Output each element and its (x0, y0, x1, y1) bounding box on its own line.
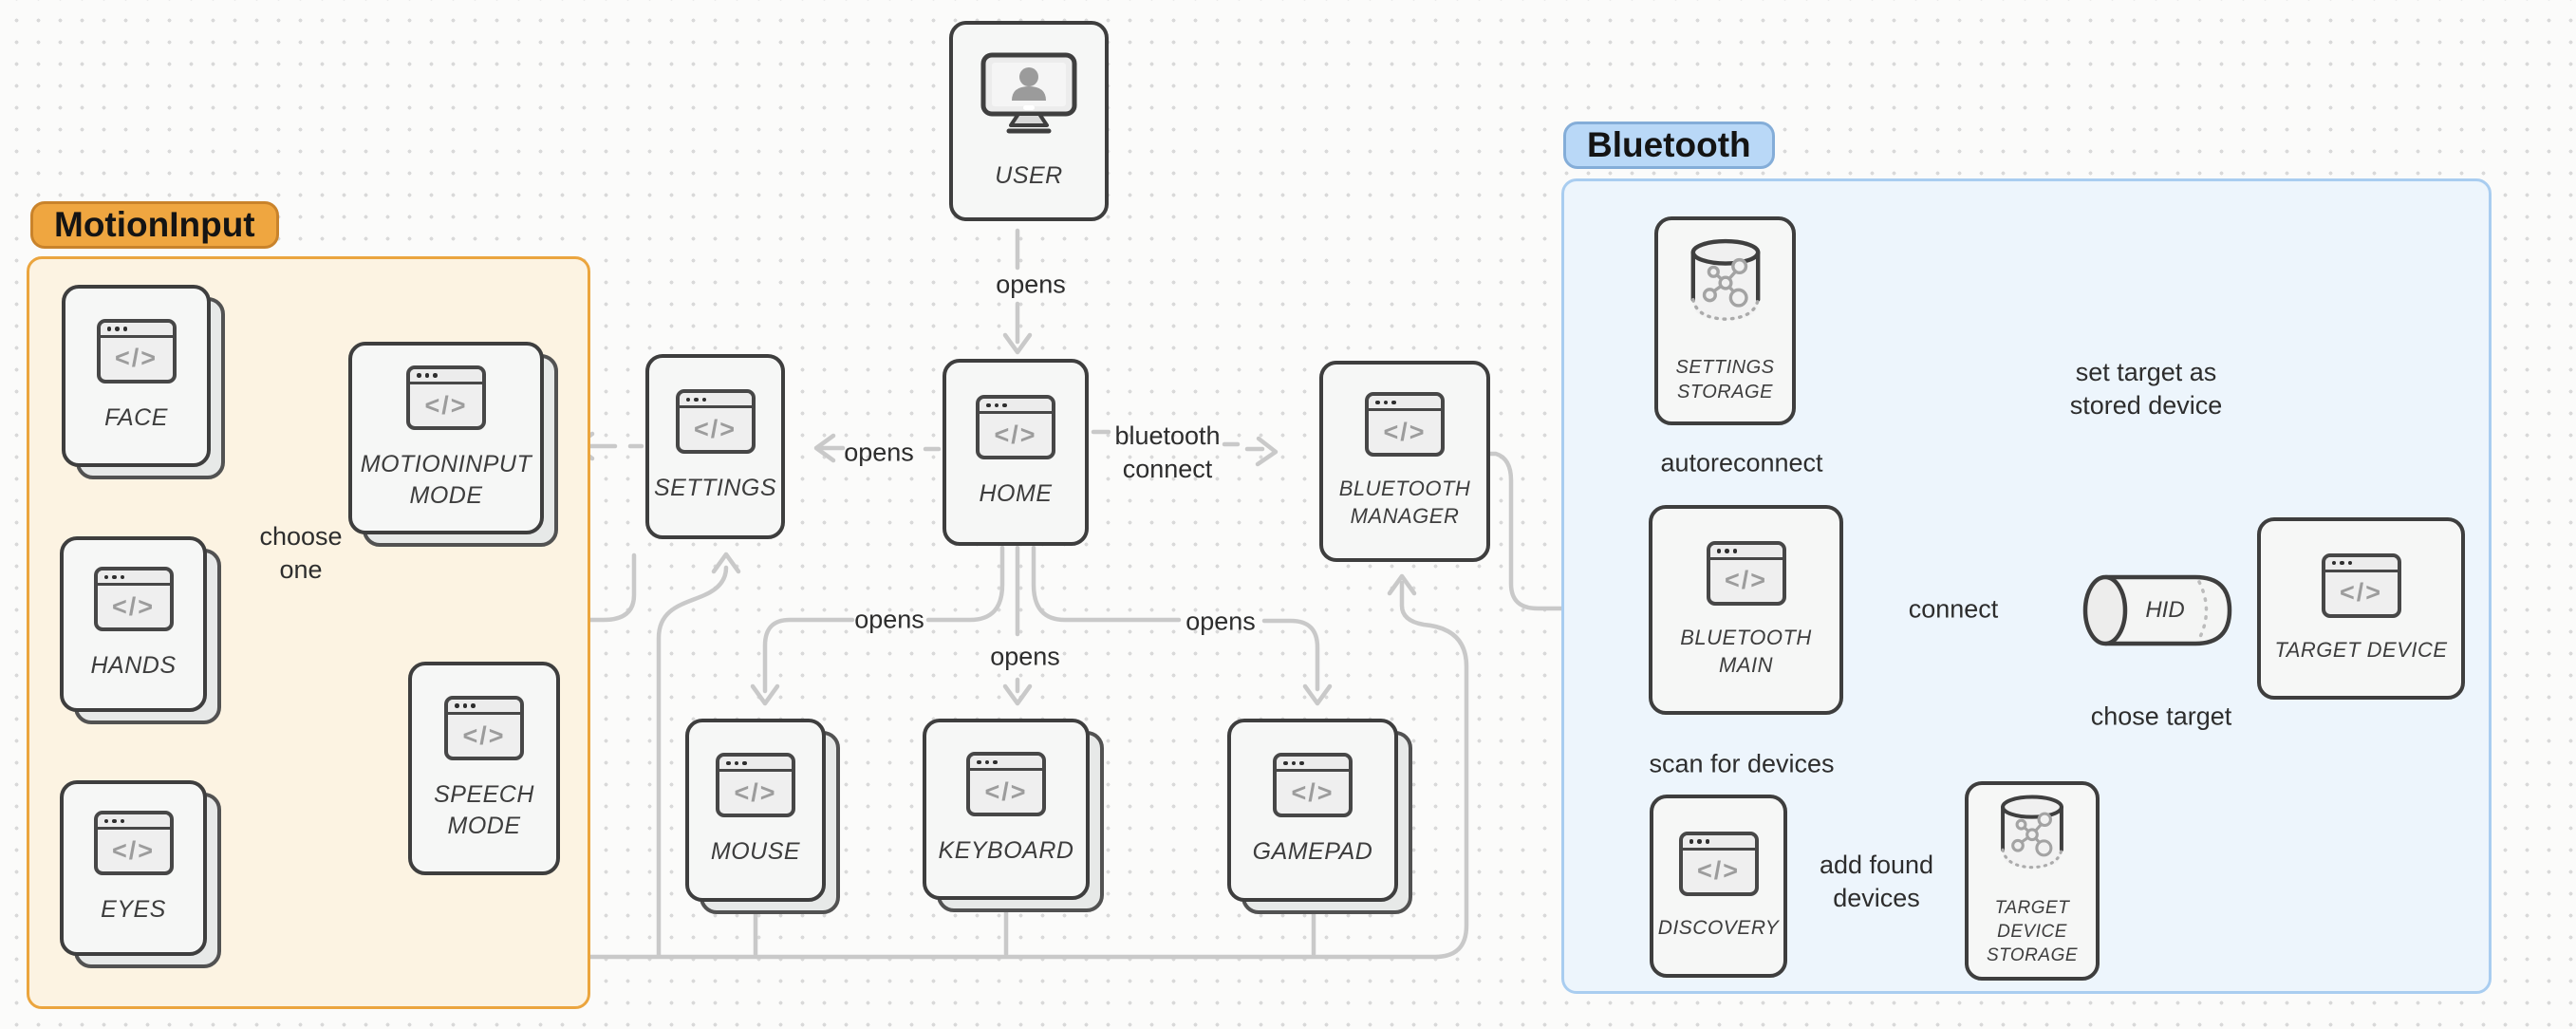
code-window-icon: </> (1706, 540, 1786, 606)
node-label-discovery: DISCOVERY (1657, 916, 1780, 939)
edge-label-choose-one: choose one (259, 521, 343, 584)
node-settings[interactable]: </> SETTINGS (645, 354, 785, 539)
code-window-icon: </> (1273, 753, 1353, 818)
code-window-icon: </> (444, 696, 524, 760)
code-window-icon: </> (406, 365, 486, 430)
node-mouse[interactable]: </> MOUSE (685, 719, 840, 914)
code-window-icon: </> (976, 395, 1055, 460)
edge-label-opens-home-mouse: opens (854, 605, 924, 634)
edge-label-opens-user-home: opens (996, 270, 1066, 299)
node-label-hid: HID (2145, 597, 2185, 623)
node-speech-mode[interactable]: </> SPEECH MODE (408, 662, 560, 875)
node-face[interactable]: </> FACE (62, 285, 225, 479)
node-label-keyboard: KEYBOARD (938, 837, 1074, 865)
code-window-icon: </> (2321, 552, 2401, 618)
code-window-icon: </> (716, 753, 795, 818)
code-window-icon: </> (96, 318, 177, 384)
edge-label-chose-target: chose target (2090, 702, 2232, 731)
edge-label-opens-home-settings: opens (844, 438, 914, 467)
node-bluetooth-main[interactable]: </> BLUETOOTH MAIN (1649, 505, 1843, 715)
node-label-hands: HANDS (90, 652, 177, 680)
node-eyes[interactable]: </> EYES (60, 780, 221, 968)
user-monitor-icon (980, 51, 1078, 141)
node-gamepad[interactable]: </> GAMEPAD (1227, 719, 1412, 914)
edge-label-bluetooth-connect: bluetooth connect (1114, 421, 1221, 483)
node-home[interactable]: </> HOME (943, 359, 1089, 546)
node-label-target-device-storage: TARGET DEVICE STORAGE (1986, 898, 2079, 965)
node-hands[interactable]: </> HANDS (60, 536, 221, 724)
node-label-eyes: EYES (101, 896, 166, 924)
pipe-cylinder-icon (2082, 574, 2232, 646)
node-label-home: HOME (979, 480, 1053, 508)
database-icon (1996, 794, 2068, 884)
node-discovery[interactable]: </> DISCOVERY (1650, 795, 1787, 978)
code-window-icon: </> (675, 389, 756, 455)
node-label-bluetooth-main: BLUETOOTH MAIN (1680, 625, 1812, 677)
code-window-icon: </> (1678, 831, 1759, 896)
node-bluetooth-manager[interactable]: </> BLUETOOTH MANAGER (1319, 361, 1490, 562)
node-target-device[interactable]: </> TARGET DEVICE (2257, 517, 2465, 700)
node-label-bluetooth-manager: BLUETOOTH MANAGER (1338, 477, 1471, 528)
node-label-settings-storage: SETTINGS STORAGE (1675, 356, 1775, 402)
node-label-mouse: MOUSE (710, 838, 801, 866)
code-window-icon: </> (966, 752, 1046, 817)
node-label-settings: SETTINGS (654, 475, 777, 502)
edge-label-connect: connect (1908, 594, 1999, 624)
database-icon (1686, 238, 1765, 336)
edge-label-add-found-devices: add found devices (1819, 850, 1934, 912)
code-window-icon: </> (1365, 392, 1445, 458)
code-window-icon: </> (93, 567, 174, 632)
node-keyboard[interactable]: </> KEYBOARD (923, 719, 1104, 912)
motioninput-badge[interactable]: MotionInput (30, 201, 279, 249)
motioninput-badge-label: MotionInput (54, 205, 255, 244)
code-window-icon: </> (93, 811, 174, 876)
edge-label-opens-home-keyboard: opens (990, 642, 1060, 671)
node-user[interactable]: USER (949, 21, 1109, 221)
node-label-face: FACE (104, 403, 168, 431)
node-label-gamepad: GAMEPAD (1252, 838, 1373, 866)
bluetooth-badge[interactable]: Bluetooth (1563, 122, 1775, 169)
edge-label-set-target: set target as stored device (2069, 357, 2223, 420)
node-label-motioninput-mode: MOTIONINPUT MODE (360, 451, 532, 509)
edge-label-opens-home-gamepad: opens (1185, 607, 1256, 636)
bluetooth-badge-label: Bluetooth (1587, 125, 1751, 164)
edge-label-scan-for-devices: scan for devices (1649, 749, 1835, 778)
node-settings-storage[interactable]: SETTINGS STORAGE (1654, 216, 1796, 425)
node-label-speech-mode: SPEECH MODE (434, 781, 534, 839)
edge-label-autoreconnect: autoreconnect (1660, 448, 1823, 477)
node-target-device-storage[interactable]: TARGET DEVICE STORAGE (1965, 781, 2100, 981)
node-motioninput-mode[interactable]: </> MOTIONINPUT MODE (348, 342, 558, 547)
node-label-user: USER (995, 161, 1063, 189)
node-label-target-device: TARGET DEVICE (2274, 637, 2448, 662)
node-hid[interactable]: HID (2081, 574, 2233, 646)
